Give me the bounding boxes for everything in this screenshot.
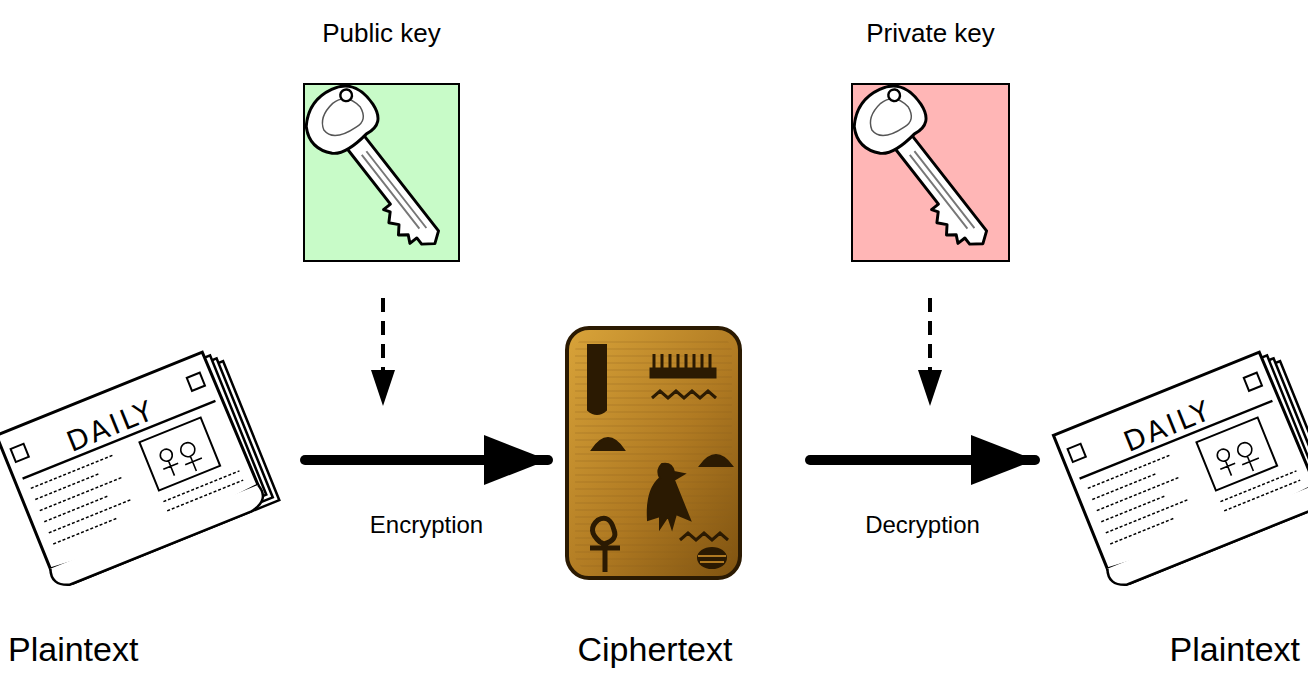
text-lines — [31, 455, 114, 489]
glyph — [650, 368, 716, 378]
glyph — [698, 556, 726, 562]
masthead-text: DAILY — [62, 393, 160, 458]
edge-label: Decryption — [865, 511, 980, 539]
text-lines — [1110, 518, 1175, 544]
glyph — [700, 455, 732, 466]
glyph — [698, 548, 726, 568]
fold — [49, 484, 268, 589]
key-hole — [886, 87, 902, 103]
text-lines — [1088, 455, 1171, 489]
key-hole — [338, 87, 354, 103]
masthead-text: DAILY — [1119, 393, 1217, 458]
masthead-box — [11, 444, 29, 462]
caption: Plaintext — [8, 630, 138, 669]
masthead-box — [1068, 444, 1086, 462]
caption: Plaintext — [1170, 630, 1300, 669]
photo-figures — [157, 438, 206, 483]
text-lines — [1106, 499, 1189, 533]
text-lines — [40, 477, 123, 511]
process-arrow — [305, 455, 548, 465]
newspaper — [1052, 346, 1308, 590]
text-lines — [49, 499, 132, 533]
tablet-texture — [575, 336, 732, 570]
key-bow — [853, 85, 934, 164]
key-groove — [910, 151, 975, 231]
key-bow — [305, 85, 386, 164]
key-heading: Private key — [866, 18, 995, 49]
text-lines — [1224, 480, 1300, 511]
photo-box — [139, 418, 220, 491]
photo-box — [1196, 418, 1277, 491]
text-lines — [1101, 495, 1166, 521]
hieroglyphs — [588, 345, 732, 572]
picture-node: Ciphertext — [560, 330, 750, 681]
key-drawing — [853, 85, 1008, 260]
newspapers — [0, 346, 1308, 590]
key-shaft — [882, 131, 992, 258]
glyph — [654, 354, 710, 368]
masthead-box — [187, 373, 205, 391]
text-lines — [1097, 477, 1180, 511]
key-heading: Public key — [322, 18, 441, 49]
newspaper — [0, 346, 279, 590]
key-groove — [362, 151, 427, 231]
masthead-box — [1244, 373, 1262, 391]
photo-figures — [1214, 438, 1263, 483]
caption: Ciphertext — [578, 630, 733, 669]
text-lines — [167, 480, 243, 511]
process-arrow — [810, 455, 1035, 465]
arrowhead — [371, 370, 395, 406]
dashed-arrow — [928, 298, 932, 372]
key-icon — [305, 85, 458, 260]
picture-node: Plaintext — [0, 330, 293, 681]
key-drawing — [305, 85, 458, 260]
tablet-body — [567, 328, 740, 578]
glyph — [648, 464, 690, 528]
key-shaft — [334, 131, 444, 258]
text-lines — [53, 518, 118, 544]
dashed-arrow — [381, 298, 385, 372]
key-box: Private key — [851, 83, 1010, 262]
glyph — [590, 518, 620, 572]
clay-tablet — [567, 328, 740, 578]
key-icon — [853, 85, 1008, 260]
glyph — [592, 438, 624, 450]
key-box: Public key — [303, 83, 460, 262]
glyph — [680, 533, 728, 540]
text-lines — [35, 473, 100, 499]
text-lines — [1092, 473, 1157, 499]
glyph — [652, 391, 716, 398]
edge-label: Encryption — [370, 511, 483, 539]
fold — [1106, 484, 1308, 589]
text-lines — [44, 495, 109, 521]
arrowhead — [918, 370, 942, 406]
picture-node: Plaintext — [1047, 330, 1308, 681]
glyph — [588, 345, 606, 414]
